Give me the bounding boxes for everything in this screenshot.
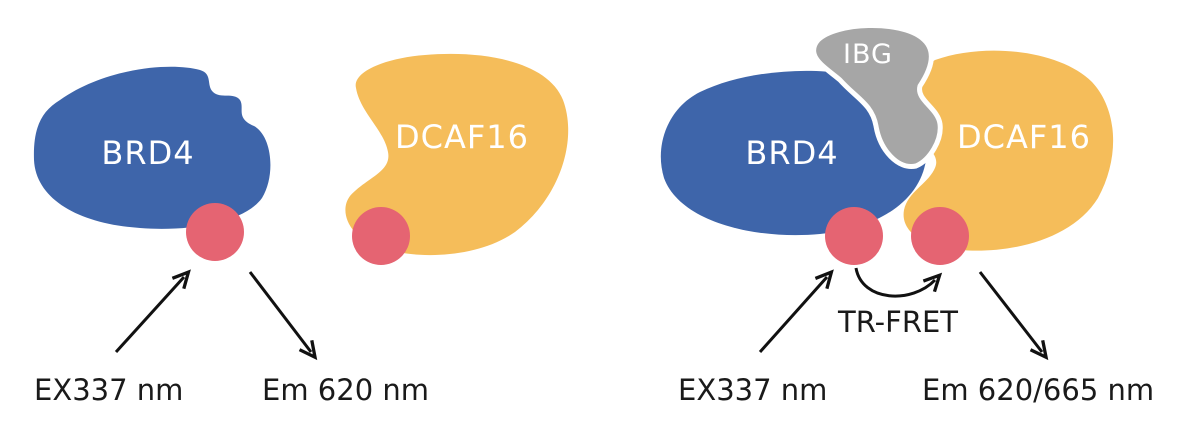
right-ibg-shape [811, 22, 943, 169]
right-brd4-shape [660, 70, 927, 236]
right-emission-arrow [978, 271, 1049, 361]
left-brd4-label: BRD4 [101, 134, 194, 172]
right-energy-transfer-arrow [854, 267, 943, 298]
left-panel: BRD4 DCAF16 EX337 nm Em 620 nm [33, 53, 569, 407]
right-fret-label: TR-FRET [837, 305, 958, 339]
left-excitation-label: EX337 nm [34, 373, 183, 407]
left-dcaf16-shape [345, 53, 569, 256]
left-dcaf16-label: DCAF16 [395, 118, 529, 156]
right-dcaf16-label: DCAF16 [957, 118, 1091, 156]
left-acceptor-fluorophore [352, 207, 410, 265]
left-excitation-arrow [114, 269, 191, 354]
right-brd4-label: BRD4 [745, 134, 838, 172]
right-ibg-label: IBG [843, 39, 893, 70]
right-acceptor-fluorophore [911, 207, 969, 265]
left-emission-arrow [248, 271, 318, 361]
left-donor-fluorophore [186, 203, 244, 261]
right-donor-fluorophore [825, 207, 883, 265]
right-panel: BRD4 DCAF16 IBG TR-FRET EX337 nm Em 620/… [660, 22, 1154, 407]
right-dcaf16-shape [903, 50, 1114, 251]
right-excitation-label: EX337 nm [678, 373, 827, 407]
left-emission-label: Em 620 nm [262, 373, 429, 407]
right-excitation-arrow [758, 269, 834, 353]
left-brd4-shape [33, 66, 271, 229]
right-emission-label: Em 620/665 nm [922, 373, 1154, 407]
